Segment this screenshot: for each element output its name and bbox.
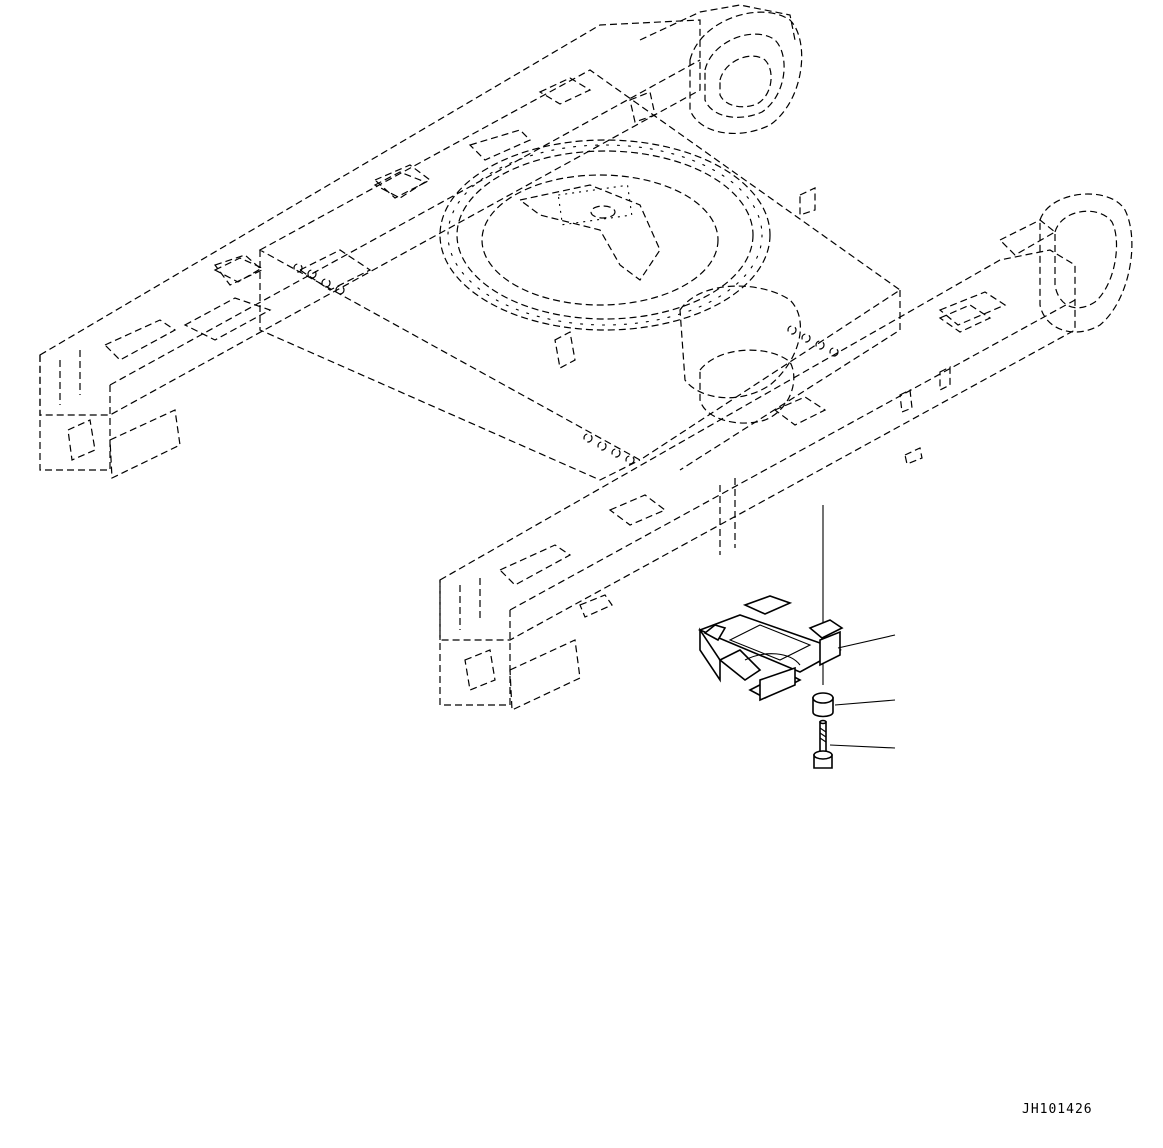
frame-bolts (293, 263, 839, 465)
right-side-frame (439, 249, 1076, 711)
leader-bracket (837, 634, 896, 649)
track-frame-assembly (39, 4, 1133, 711)
mounting-bolt (813, 719, 833, 769)
leader-bolt (829, 744, 896, 749)
left-sprocket-housing (689, 11, 803, 135)
guard-bracket (697, 595, 844, 702)
callout-leaders (829, 634, 896, 749)
right-sprocket-housing (998, 193, 1133, 333)
spacer-collar (812, 692, 834, 718)
swing-circle (439, 139, 771, 331)
left-side-frame (39, 4, 796, 479)
drawing-code: JH101426 (1022, 1102, 1093, 1117)
center-frame (258, 69, 902, 481)
leader-spacer (834, 699, 896, 706)
cover-plates (213, 171, 992, 526)
